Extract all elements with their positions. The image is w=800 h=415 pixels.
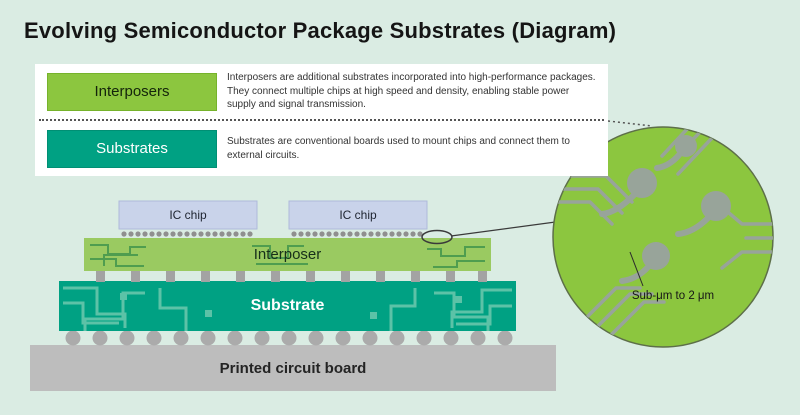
pcb-layer	[30, 345, 556, 391]
magnifier-view	[552, 126, 774, 348]
legend-interposers-description: Interposers are additional substrates in…	[227, 71, 596, 111]
interposer-pillars	[96, 270, 487, 282]
legend-interposers-label: Interposers	[47, 72, 217, 111]
legend-row-interposers: Interposers Interposers are additional s…	[35, 64, 608, 119]
magnifier-pad-shapes	[627, 135, 731, 270]
legend-dotted-connector	[607, 120, 653, 127]
substrate-layer	[59, 281, 516, 331]
magnifier-label-pointer	[629, 251, 644, 287]
callout-ellipse	[421, 229, 453, 245]
ic-chip-left	[118, 200, 258, 230]
legend-substrates-label: Substrates	[47, 129, 217, 168]
substrate-traces	[63, 286, 512, 331]
legend-row-substrates: Substrates Substrates are conventional b…	[35, 121, 608, 176]
ic-chip-right	[288, 200, 428, 230]
micro-bumps	[121, 231, 423, 237]
legend-panel: Interposers Interposers are additional s…	[35, 64, 608, 176]
interposer-traces	[90, 244, 485, 268]
solder-balls	[65, 330, 513, 346]
legend-substrates-description: Substrates are conventional boards used …	[227, 135, 570, 161]
page-title: Evolving Semiconductor Package Substrate…	[24, 18, 617, 43]
magnifier-traces	[553, 127, 773, 338]
legend-divider	[39, 119, 604, 121]
